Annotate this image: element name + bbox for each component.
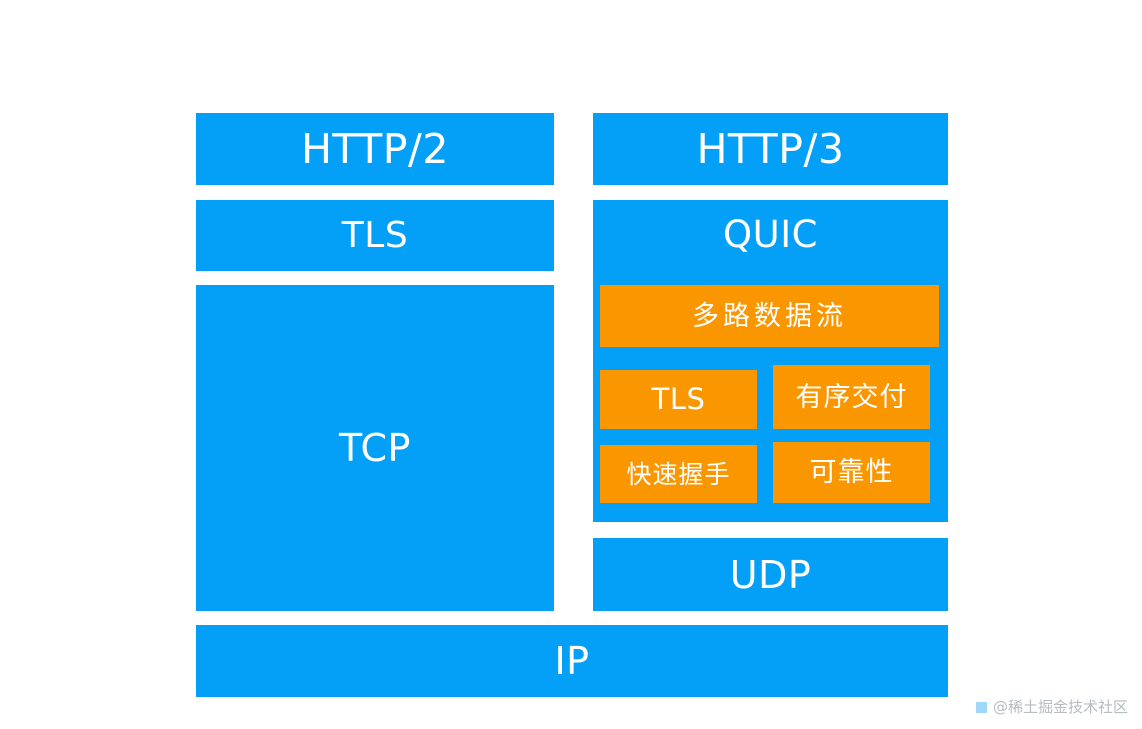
- layer-box-quic: QUIC 多路数据流 TLS 有序交付 快速握手 可靠性: [593, 200, 948, 522]
- quic-feature-multiplexed-streams: 多路数据流: [600, 285, 939, 347]
- layer-box-http2: HTTP/2: [196, 113, 554, 185]
- quic-title-label: QUIC: [723, 212, 818, 256]
- layer-box-tcp: TCP: [196, 285, 554, 611]
- quic-feature-ordered-delivery: 有序交付: [773, 365, 930, 429]
- quic-feature-reliability: 可靠性: [773, 442, 930, 503]
- quic-feature-tls: TLS: [600, 370, 757, 429]
- layer-box-tls: TLS: [196, 200, 554, 271]
- watermark-text: @稀土掘金技术社区: [992, 698, 1128, 716]
- watermark-square-icon: [975, 702, 987, 713]
- layer-box-http3: HTTP/3: [593, 113, 948, 185]
- layer-box-ip: IP: [196, 625, 948, 697]
- watermark: @稀土掘金技术社区: [975, 698, 1128, 716]
- layer-box-udp: UDP: [593, 538, 948, 611]
- quic-feature-fast-handshake: 快速握手: [600, 445, 757, 503]
